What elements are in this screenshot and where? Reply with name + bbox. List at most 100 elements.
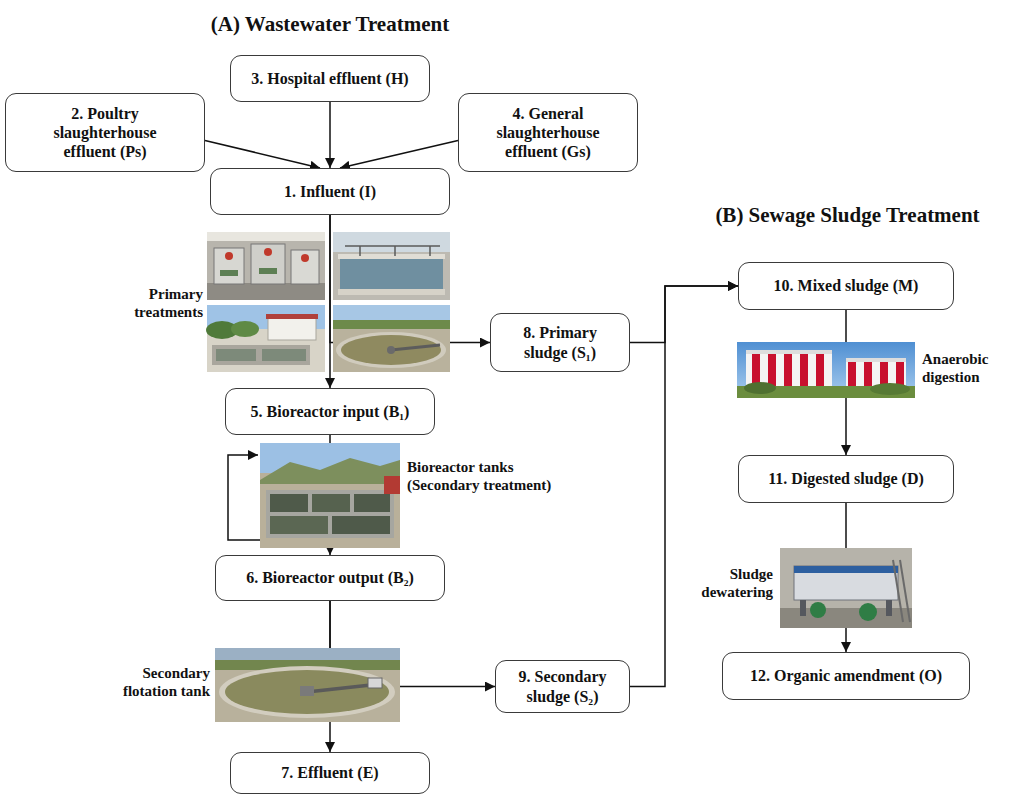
photo-detail	[270, 494, 308, 512]
section-heading: (B) Sewage Sludge Treatment	[680, 203, 1015, 228]
photo-pretreatment-site	[206, 305, 325, 372]
photo-detail	[207, 232, 325, 300]
photo-detail	[780, 608, 912, 628]
photo-detail	[886, 600, 892, 616]
process-box: 6. Bioreactor output (B₂)	[215, 555, 445, 601]
photo-detail	[212, 345, 310, 365]
box-text: 12. Organic amendment (O)	[750, 666, 942, 685]
photo-detail	[354, 494, 390, 512]
process-box: 1. Influent (I)	[210, 168, 450, 215]
photo-caption: Sludge dewatering	[675, 565, 773, 601]
photo-detail	[266, 314, 318, 319]
photo-detail	[216, 349, 256, 361]
photo-detail	[266, 490, 394, 538]
photo-flotation-tank	[215, 648, 400, 722]
photo-primary-clarifier	[333, 305, 450, 372]
photo-detail	[846, 358, 906, 362]
photo-detail	[746, 350, 832, 354]
box-text: 10. Mixed sludge (M)	[774, 276, 919, 295]
process-box: 4. General slaughterhouse effluent (Gs)	[458, 93, 638, 172]
photo-detail	[215, 648, 400, 660]
process-box: 12. Organic amendment (O)	[722, 652, 970, 700]
photo-caption: Secondary flotation tank	[98, 664, 210, 700]
photo-detail	[333, 232, 450, 300]
process-box: 8. Primary sludge (S₁)	[490, 313, 630, 372]
photo-detail	[338, 254, 445, 259]
photo-detail	[333, 320, 450, 329]
photo-detail	[259, 268, 277, 274]
box-text: 6. Bioreactor output (B₂)	[246, 568, 414, 587]
photo-detail	[312, 494, 350, 512]
photo-detail	[387, 346, 395, 354]
photo-detail	[225, 670, 389, 714]
box-text: 3. Hospital effluent (H)	[251, 69, 408, 88]
photo-detail	[300, 686, 314, 696]
photo-detail	[264, 248, 272, 256]
photo-detail	[291, 250, 319, 284]
photo-detail	[207, 232, 325, 241]
photo-detail	[270, 516, 328, 534]
photo-dewatering-machine	[780, 548, 912, 628]
box-text: 8. Primary sludge (S₁)	[505, 323, 615, 361]
photo-caption: Bioreactor tanks (Secondary treatment)	[407, 458, 577, 494]
box-text: 4. General slaughterhouse effluent (Gs)	[477, 104, 619, 162]
photo-detail	[214, 248, 244, 284]
photo-detail	[394, 246, 396, 256]
photo-detail	[301, 254, 309, 262]
box-text: 11. Digested sludge (D)	[768, 469, 924, 488]
photo-detail	[231, 321, 259, 337]
photo-detail	[260, 443, 400, 548]
photo-detail	[429, 246, 431, 256]
photo-bioreactor-tanks	[260, 443, 400, 548]
flow-arrow	[630, 286, 738, 343]
photo-detail	[859, 603, 877, 621]
process-box: 7. Effluent (E)	[230, 752, 430, 794]
photo-detail	[268, 318, 316, 340]
photo-detail	[207, 283, 325, 300]
photo-detail	[368, 678, 382, 688]
photo-detail	[333, 232, 450, 252]
photo-detail	[384, 476, 400, 494]
box-text: 5. Bioreactor input (B₁)	[251, 402, 410, 421]
photo-detail	[737, 342, 915, 398]
photo-detail	[333, 305, 450, 322]
photo-detail	[215, 648, 400, 722]
photo-grit-channel	[333, 232, 450, 300]
process-box: 3. Hospital effluent (H)	[230, 55, 430, 102]
photo-detail	[359, 246, 361, 256]
photo-detail	[800, 600, 806, 616]
flow-arrow	[340, 140, 458, 168]
photo-detail	[870, 383, 910, 395]
photo-caption: Primary treatments	[108, 285, 203, 321]
photo-detail	[794, 566, 898, 573]
flow-arrow	[329, 102, 331, 168]
photo-detail	[794, 566, 898, 600]
box-text: 7. Effluent (E)	[281, 763, 378, 782]
photo-detail	[338, 289, 445, 295]
box-text: 2. Poultry slaughterhouse effluent (Ps)	[31, 104, 179, 162]
photo-detail	[340, 259, 443, 289]
photo-detail	[219, 666, 395, 718]
flow-arrow	[630, 286, 738, 687]
photo-detail	[336, 332, 446, 368]
photo-detail	[893, 560, 903, 622]
photo-screening	[207, 232, 325, 300]
photo-detail	[260, 458, 400, 484]
photo-detail	[220, 270, 238, 276]
process-box: 2. Poultry slaughterhouse effluent (Ps)	[5, 93, 205, 172]
photo-detail	[744, 382, 776, 394]
photo-detail	[333, 305, 450, 372]
photo-detail	[207, 305, 325, 372]
box-text: 9. Secondary sludge (S₂)	[506, 667, 619, 705]
process-box: 5. Bioreactor input (B₁)	[225, 388, 435, 435]
photo-caption: Anaerobic digestion	[922, 350, 1012, 386]
process-box: 11. Digested sludge (D)	[738, 455, 954, 503]
photo-detail	[810, 602, 826, 618]
process-box: 10. Mixed sludge (M)	[738, 262, 954, 310]
process-box: 9. Secondary sludge (S₂)	[495, 660, 630, 713]
photo-anaerobic-digesters	[737, 342, 915, 398]
box-text: 1. Influent (I)	[284, 182, 376, 201]
photo-detail	[262, 349, 306, 361]
section-heading: (A) Wastewater Treatment	[150, 12, 510, 37]
